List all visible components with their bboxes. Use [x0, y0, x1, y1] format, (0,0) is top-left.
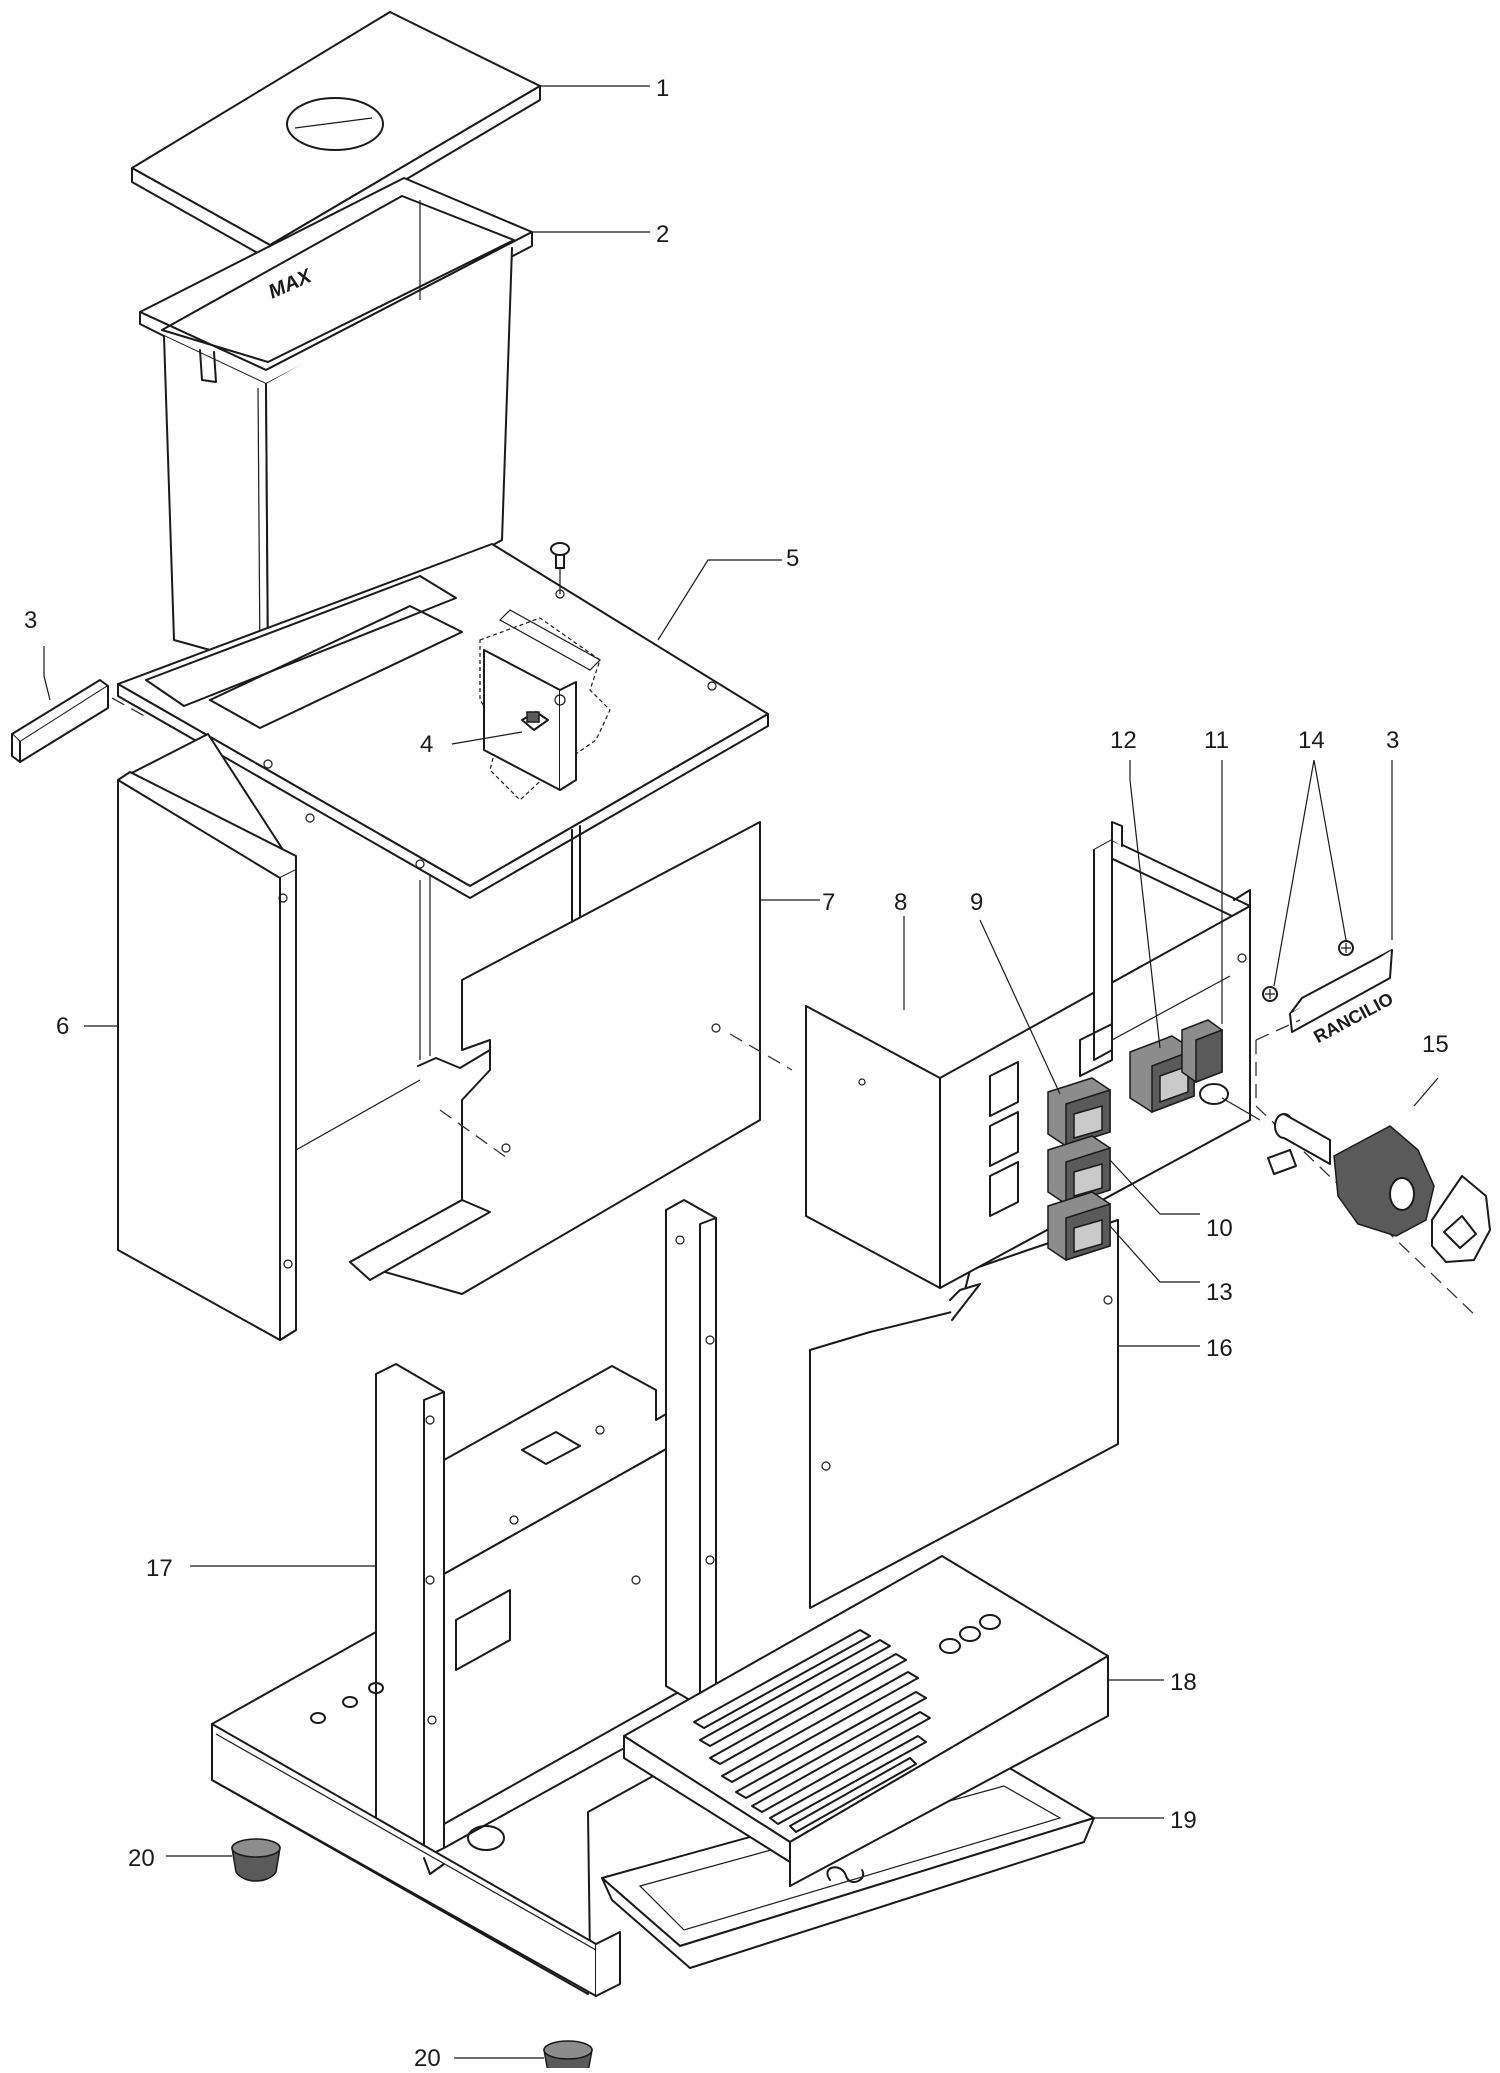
screw-top-cover	[550, 542, 570, 594]
callout-9: 9	[970, 889, 983, 916]
part-7-front-panel	[349, 821, 793, 1295]
callout-18: 18	[1170, 1669, 1197, 1696]
callout-20-lower: 20	[414, 2045, 441, 2068]
part-20-foot-lower	[543, 2040, 593, 2073]
callout-3-right: 3	[1386, 727, 1399, 754]
callout-2: 2	[656, 221, 669, 248]
part-16-lower-panel	[809, 1219, 1119, 1609]
part-13-switch	[1047, 1191, 1111, 1262]
part-9-switch	[1047, 1077, 1111, 1148]
part-10-switch	[1047, 1135, 1111, 1206]
callout-10: 10	[1206, 1215, 1233, 1242]
callout-1: 1	[656, 75, 669, 102]
callout-3-left: 3	[24, 607, 37, 634]
callout-5: 5	[786, 545, 799, 572]
callout-14: 14	[1298, 727, 1325, 754]
leader-lines	[43, 85, 1439, 2059]
callout-15: 15	[1422, 1031, 1449, 1058]
part-12-switch	[1129, 1035, 1195, 1114]
callout-12: 12	[1110, 727, 1137, 754]
part-4-clip-bracket	[479, 617, 611, 801]
callout-6: 6	[56, 1013, 69, 1040]
part-11-switch	[1181, 1019, 1229, 1105]
frame-rods	[419, 825, 581, 1060]
part-1-hopper-lid	[131, 11, 541, 261]
part-5-top-cover	[117, 543, 769, 899]
part-17-chassis	[375, 1199, 717, 1859]
part-3-badge-left	[11, 679, 149, 763]
callout-4: 4	[420, 731, 433, 758]
part-15-knob-assembly	[1221, 1019, 1491, 1319]
chassis-base	[211, 1631, 741, 1997]
callout-11: 11	[1204, 727, 1229, 754]
callout-7: 7	[822, 889, 835, 916]
callout-19: 19	[1170, 1807, 1197, 1834]
callout-16: 16	[1206, 1335, 1233, 1362]
callout-13: 13	[1206, 1279, 1233, 1306]
callout-20-upper: 20	[128, 1845, 155, 1872]
part-20-foot-upper	[231, 1838, 281, 1882]
grille-slots	[693, 1629, 931, 1833]
callout-17: 17	[146, 1555, 173, 1582]
part-6-left-side-panel	[117, 733, 421, 1341]
callout-8: 8	[894, 889, 907, 916]
part-14-badge-screws	[1262, 940, 1354, 1002]
part-18-cup-grille	[623, 1555, 1109, 1887]
callout-numbers: 1 2 3 3 4 5 6 7 8 9 10 11 12 13 14 15 16…	[24, 75, 1449, 2072]
part-3-brand-badge: RANCILIO	[1289, 949, 1397, 1047]
